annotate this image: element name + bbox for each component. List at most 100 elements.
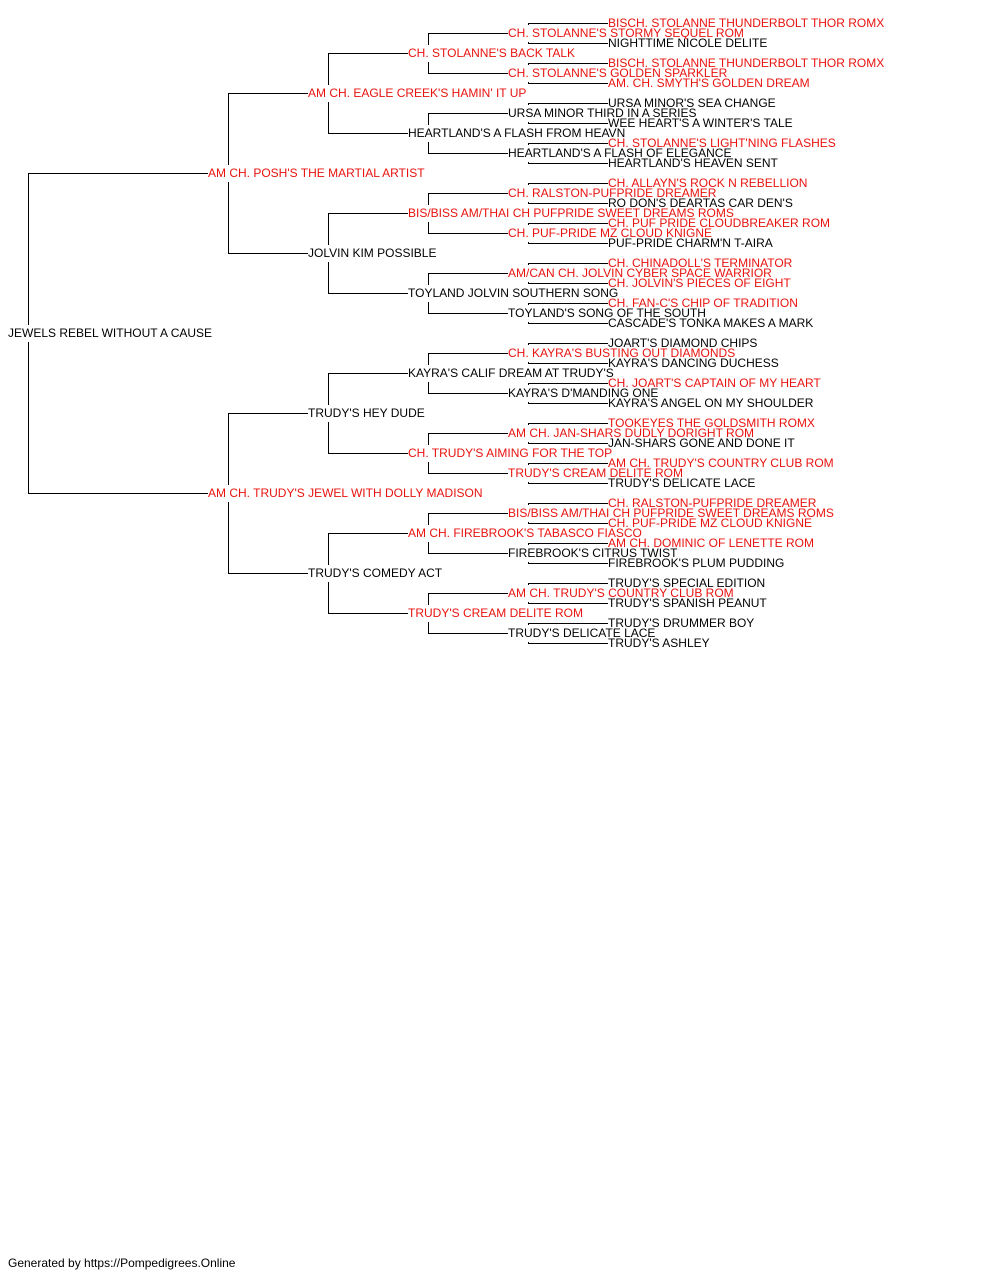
connector-line [428,273,429,285]
connector-line [228,413,308,414]
ancestor-name: KAYRA'S CALIF DREAM AT TRUDY'S [408,366,614,380]
connector-line [328,262,329,294]
ancestor-name: AM CH. FIREBROOK'S TABASCO FIASCO [408,526,642,540]
ancestor-name: HEARTLAND'S HEAVEN SENT [608,156,778,170]
connector-line [528,123,608,124]
connector-line [528,363,608,364]
connector-line [528,503,529,505]
connector-line [528,503,608,504]
connector-line [528,263,529,265]
connector-line [428,302,429,314]
ancestor-name: KAYRA'S DANCING DUCHESS [608,356,779,370]
ancestor-name: CASCADE'S TONKA MAKES A MARK [608,316,814,330]
ancestor-name: JAN-SHARS GONE AND DONE IT [608,436,795,450]
connector-line [528,463,608,464]
ancestor-name: FIREBROOK'S PLUM PUDDING [608,556,785,570]
connector-line [528,223,529,225]
connector-line [428,353,429,365]
connector-line [328,533,408,534]
connector-line [528,623,529,625]
connector-line [28,173,208,174]
ancestor-name: BIS/BISS AM/THAI CH PUFPRIDE SWEET DREAM… [508,506,834,520]
connector-line [428,73,508,74]
connector-line [328,133,408,134]
ancestor-name: TRUDY'S HEY DUDE [308,406,425,420]
ancestor-name: CH. STOLANNE'S GOLDEN SPARKLER [508,66,728,80]
connector-line [528,323,608,324]
connector-line [428,113,508,114]
connector-line [428,462,429,474]
connector-line [228,253,308,254]
connector-line [528,543,608,544]
connector-line [528,483,608,484]
connector-line [528,523,608,524]
connector-line [328,533,329,565]
connector-line [528,543,529,545]
ancestor-name: AM. CH. SMYTH'S GOLDEN DREAM [608,76,810,90]
ancestor-name: CH. PUF PRIDE CLOUDBREAKER ROM [608,216,831,230]
connector-line [328,53,329,85]
ancestor-name: CH. TRUDY'S AIMING FOR THE TOP [408,446,613,460]
ancestor-name: CH. RALSTON-PUFPRIDE DREAMER [608,496,817,510]
ancestor-name: AM CH. TRUDY'S COUNTRY CLUB ROM [508,586,734,600]
connector-line [428,473,508,474]
connector-line [428,142,429,154]
connector-line [528,263,608,264]
ancestor-name: TRUDY'S CREAM DELITE ROM [508,466,683,480]
connector-line [428,513,429,525]
ancestor-name: TRUDY'S DELICATE LACE [608,476,756,490]
connector-line [528,623,608,624]
ancestor-name: CH. STOLANNE'S BACK TALK [408,46,576,60]
ancestor-name: WEE HEART'S A WINTER'S TALE [608,116,793,130]
connector-line [528,463,529,465]
connector-line [428,313,508,314]
ancestor-name: BISCH. STOLANNE THUNDERBOLT THOR ROMX [608,16,885,30]
ancestor-name: BIS/BISS AM/THAI CH PUFPRIDE SWEET DREAM… [408,206,734,220]
connector-line [328,293,408,294]
ancestor-name: PUF-PRIDE CHARM'N T-AIRA [608,236,773,250]
connector-line [428,633,508,634]
connector-line [28,493,208,494]
generator-credit: Generated by https://Pompedigrees.Online [8,1256,236,1270]
connector-line [528,383,529,385]
connector-line [228,93,229,165]
connector-line [528,23,608,24]
connector-line [528,223,608,224]
ancestor-name: AM CH. EAGLE CREEK'S HAMIN' IT UP [308,86,527,100]
ancestor-name: CH. STOLANNE'S LIGHT'NING FLASHES [608,136,836,150]
connector-line [528,343,608,344]
connector-line [528,143,608,144]
connector-line [528,203,608,204]
connector-line [428,153,508,154]
connector-line [228,413,229,485]
connector-line [328,613,408,614]
connector-line [528,443,608,444]
ancestor-name: BISCH. STOLANNE THUNDERBOLT THOR ROMX [608,56,885,70]
connector-line [428,33,429,45]
connector-line [428,593,429,605]
ancestor-name: NIGHTTIME NICOLE DELITE [608,36,768,50]
connector-line [428,273,508,274]
connector-line [528,183,529,185]
ancestor-name: AM CH. DOMINIC OF LENETTE ROM [608,536,815,550]
connector-line [528,303,529,305]
connector-line [528,103,529,105]
ancestor-name: TRUDY'S ASHLEY [608,636,710,650]
connector-line [328,102,329,134]
connector-line [528,23,529,25]
connector-line [328,213,408,214]
ancestor-name: KAYRA'S D'MANDING ONE [508,386,659,400]
connector-line [428,433,429,445]
connector-line [228,502,229,574]
ancestor-name: CH. JOLVIN'S PIECES OF EIGHT [608,276,791,290]
ancestor-name: TRUDY'S DELICATE LACE [508,626,656,640]
ancestor-name: TOYLAND JOLVIN SOUTHERN SONG [408,286,619,300]
ancestor-name: KAYRA'S ANGEL ON MY SHOULDER [608,396,814,410]
ancestor-name: URSA MINOR'S SEA CHANGE [608,96,776,110]
ancestor-name: AM CH. POSH'S THE MARTIAL ARTIST [208,166,425,180]
connector-line [328,422,329,454]
connector-line [228,93,308,94]
ancestor-name: FIREBROOK'S CITRUS TWIST [508,546,678,560]
connector-line [528,283,608,284]
